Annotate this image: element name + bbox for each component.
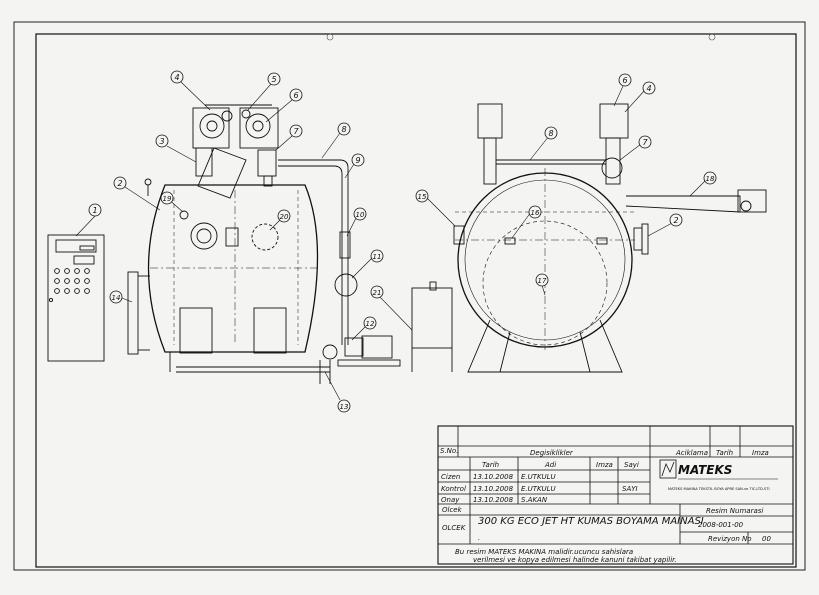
callout-1: 1 [92, 206, 97, 215]
drawing-number: 2008-001-00 [698, 521, 744, 529]
mateks-logo: MATEKS MATEKS MAKINA TEKSTIL BOYA APRE S… [659, 459, 778, 491]
drawing-number-label: Resim Numarasi [706, 507, 763, 515]
inner-drum [482, 220, 608, 346]
people-header-name: Adi [544, 461, 556, 469]
arm-18 [625, 195, 741, 213]
internal-circle-20 [251, 223, 279, 251]
control-panel [47, 234, 105, 362]
row-date-1: 13.10.2008 [473, 473, 514, 481]
scale-label: Olcek [442, 506, 463, 514]
quantity-value: SAYI [622, 485, 638, 493]
scale-label-2: OLCEK [442, 524, 467, 532]
people-header-date: Tarih [482, 461, 499, 469]
row-date-2: 13.10.2008 [473, 485, 514, 493]
side-view [453, 103, 767, 373]
callout-right-16: 16 [531, 209, 540, 217]
title-block [437, 425, 794, 565]
row-role-2: Kontrol [441, 485, 466, 493]
callout-right-2: 2 [673, 216, 678, 225]
people-header-signature: Imza [596, 461, 613, 469]
callout-14: 14 [112, 294, 121, 302]
callout-labels: 1 2 3 4 5 6 7 8 9 10 11 12 13 14 19 20 2… [92, 73, 715, 411]
title-block-text: S.No. Degisiklikler Aciklama Tarih Imza … [440, 447, 778, 564]
callout-9: 9 [355, 156, 360, 165]
header-explanation: Aciklama [675, 449, 708, 457]
dot-mark: . [478, 534, 480, 542]
header-changes: Degisiklikler [530, 449, 574, 457]
revision-label: Revizyon No [708, 535, 752, 543]
centering-mark-top-right [708, 33, 716, 41]
row-role-3: Onay [441, 496, 460, 504]
centering-mark-top [326, 33, 334, 41]
callout-right-4: 4 [646, 84, 651, 93]
panel-buttons [48, 268, 90, 303]
inner-border [35, 33, 797, 568]
company-subtitle: MATEKS MAKINA TEKSTIL BOYA APRE SAN.ve T… [668, 487, 770, 491]
revision-number: 00 [762, 535, 771, 543]
company-name: MATEKS [678, 463, 732, 477]
row-name-1: E.UTKULU [521, 473, 556, 481]
callout-7: 7 [293, 127, 299, 136]
callout-3: 3 [159, 137, 164, 146]
callout-right-15: 15 [418, 193, 427, 201]
row-date-3: 13.10.2008 [473, 496, 514, 504]
top-pipe-assembly [192, 104, 279, 199]
row-name-2: E.UTKULU [521, 485, 556, 493]
callout-right-18: 18 [706, 175, 715, 183]
drawing-title: 300 KG ECO JET HT KUMAS BOYAMA MAINASI [478, 516, 704, 527]
callout-2: 2 [117, 179, 122, 188]
people-header-quantity: Sayi [624, 461, 639, 469]
callout-right-17: 17 [538, 277, 547, 285]
row-role-1: Cizen [441, 473, 460, 481]
callout-12: 12 [366, 320, 375, 328]
pump [322, 335, 401, 367]
callout-21: 21 [373, 289, 382, 297]
inspection-window [190, 222, 218, 250]
callout-circles [88, 70, 717, 413]
callout-6: 6 [293, 91, 298, 100]
callout-8: 8 [341, 125, 346, 134]
support-legs [467, 319, 511, 373]
callout-13: 13 [340, 403, 349, 411]
gear-4 [221, 110, 233, 122]
return-pipe [278, 159, 349, 345]
callout-right-7: 7 [642, 138, 648, 147]
header-signature: Imza [752, 449, 769, 457]
heat-exchanger-11 [334, 273, 358, 297]
main-tank-front [147, 184, 319, 353]
callout-19: 19 [163, 195, 172, 203]
callout-20: 20 [280, 213, 289, 221]
callout-5: 5 [271, 75, 276, 84]
notice-line-2: verilmesi ve kopya edilmesi halinde kanu… [473, 556, 677, 564]
callout-right-6: 6 [622, 76, 627, 85]
callout-10: 10 [356, 211, 365, 219]
gear-5 [241, 109, 251, 119]
header-date: Tarih [716, 449, 733, 457]
row-name-3: S.AKAN [521, 496, 548, 504]
outer-border [13, 21, 806, 571]
callout-11: 11 [373, 253, 382, 261]
callout-right-8: 8 [548, 129, 553, 138]
callout-4: 4 [174, 73, 179, 82]
header-sno: S.No. [440, 447, 458, 455]
auxiliary-tank [411, 281, 453, 372]
front-view [47, 104, 453, 384]
notice-line-1: Bu resim MATEKS MAKINA malidir.ucuncu sa… [455, 548, 633, 556]
